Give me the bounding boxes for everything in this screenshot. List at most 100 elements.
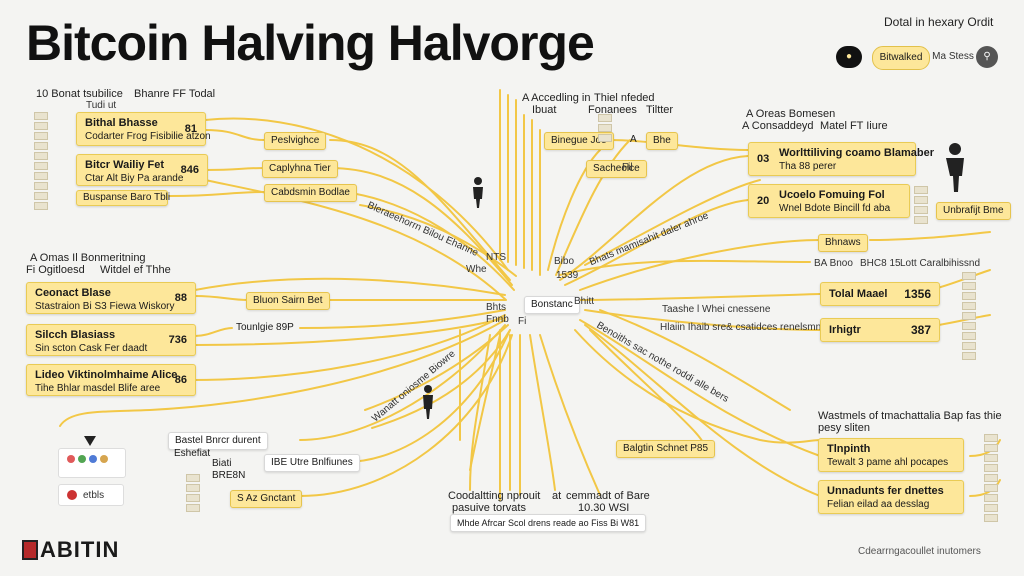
left-bottom-pill-2: Eshefiat bbox=[174, 448, 211, 459]
center-bottom-heading-3: cemmadt of Bare bbox=[566, 490, 650, 502]
center-pill-bonstanc[interactable]: Bonstanc bbox=[524, 296, 580, 314]
page-title: Bitcoin Halving Halvorge bbox=[26, 15, 595, 71]
right-mid-card-2[interactable]: Irhigtr 387 bbox=[820, 318, 940, 342]
logo-text: ABITIN bbox=[40, 537, 120, 562]
right-bottom-heading-2: pesy sliten bbox=[818, 422, 870, 434]
right-bottom-card-2[interactable]: Unnadunts fer dnettes Felian eilad aa de… bbox=[818, 480, 964, 514]
right-bottom-strip bbox=[984, 434, 998, 522]
left-bottom-pill-5[interactable]: IBE Utre Bnlfiunes bbox=[264, 454, 360, 472]
center-top-pill-4[interactable]: Sacheolce bbox=[586, 160, 647, 178]
right-top-row-label-1: BA Bnoo bbox=[814, 258, 853, 269]
card-title: Bitcr Wailiy Fet bbox=[85, 159, 165, 171]
right-top-row-label-3: Lott Caralbihissnd bbox=[900, 258, 981, 269]
card-title: Silcch Blasiass bbox=[35, 329, 116, 341]
card-subtitle: Felian eilad aa desslag bbox=[827, 499, 930, 510]
center-top-pill-2: A bbox=[630, 134, 637, 145]
center-label-whe: Whe bbox=[466, 264, 487, 275]
left-bottom-pill-4: BRE8N bbox=[212, 470, 246, 481]
header-toggle-button[interactable]: ● bbox=[836, 46, 862, 68]
right-top-strip bbox=[914, 186, 928, 224]
left-mid-heading-1: A Omas Il Bonmeritning bbox=[30, 252, 146, 264]
card-number: 20 bbox=[757, 195, 770, 207]
right-top-pill[interactable]: Bhnaws bbox=[818, 234, 868, 252]
right-top-row-label-2: BHC8 15 bbox=[860, 258, 901, 269]
card-value: 736 bbox=[168, 334, 187, 346]
center-bottom-caption: Mhde Afrcar Scol drens reade ao Fiss Bi … bbox=[450, 514, 647, 532]
left-top-pill-2[interactable]: Caplyhna Tier bbox=[262, 160, 338, 178]
left-mid-pill-1[interactable]: Bluon Sairn Bet bbox=[246, 292, 330, 310]
center-top-strip bbox=[598, 114, 612, 142]
center-bottom-heading-5: 10.30 WSI bbox=[578, 502, 630, 514]
center-bottom-heading-1: Coodaltting nprouit bbox=[448, 490, 541, 502]
center-top-heading-5: Ibuat bbox=[532, 104, 557, 116]
search-icon[interactable]: ⚲ bbox=[976, 46, 998, 68]
card-value: 387 bbox=[910, 323, 931, 337]
left-top-sub: Tudi ut bbox=[86, 100, 117, 111]
header-menu-label[interactable]: Ma Stess bbox=[932, 51, 974, 62]
left-bottom-pill-6[interactable]: S Az Gnctant bbox=[230, 490, 303, 508]
right-bottom-pill[interactable]: Balgtin Schnet P85 bbox=[616, 440, 716, 458]
card-subtitle: Tewalt 3 pame ahl pocapes bbox=[827, 457, 949, 468]
left-top-heading-2: Bhanre FF Todal bbox=[134, 88, 216, 100]
card-title: Irhigtr bbox=[829, 324, 861, 336]
right-bottom-heading-1: Wastmels of tmachattalia Bap fas thie bbox=[818, 410, 1002, 422]
blue-dot-icon bbox=[89, 455, 97, 463]
center-label-bhitt: Bhitt bbox=[574, 296, 595, 307]
left-bottom-strip bbox=[186, 474, 200, 512]
center-label-bhts: Bhts bbox=[486, 302, 507, 313]
right-bottom-card-1[interactable]: Tlnpinth Tewalt 3 pame ahl pocapes bbox=[818, 438, 964, 472]
right-mid-card-1[interactable]: Tolal Maael 1356 bbox=[820, 282, 940, 306]
left-bottom-pill-1[interactable]: Bastel Bnrcr durent bbox=[168, 432, 268, 450]
card-title: Worlttiliving coamo Blamaber bbox=[779, 147, 935, 159]
left-mid-card-3[interactable]: Lideo Viktinolmhaime Alice Tihe Bhlar ma… bbox=[26, 364, 196, 396]
card-subtitle: Tha 88 perer bbox=[779, 161, 837, 172]
center-top-pill-3[interactable]: Bhe bbox=[646, 132, 678, 150]
red-dot-icon bbox=[67, 455, 75, 463]
card-title: Tlnpinth bbox=[827, 443, 871, 455]
left-mid-card-1[interactable]: Ceonact Blase Stastraion Bi S3 Fiewa Wis… bbox=[26, 282, 196, 314]
right-top-person-label[interactable]: Unbrafijt Bme bbox=[936, 202, 1011, 220]
left-mid-pill-2[interactable]: Tounlgie 89P bbox=[236, 322, 294, 333]
left-mid-heading-2: Fi Ogitloesd bbox=[26, 264, 85, 276]
center-top-pill-5: Fil bbox=[622, 162, 633, 173]
right-top-card-1[interactable]: Worlttiliving coamo Blamaber Tha 88 pere… bbox=[748, 142, 935, 176]
card-value: 1356 bbox=[904, 287, 931, 301]
center-label-fi: Fi bbox=[518, 316, 527, 327]
etbls-label: etbls bbox=[83, 489, 105, 501]
left-top-pill-3[interactable]: Cabdsmin Bodlae bbox=[264, 184, 357, 202]
center-top-pill-1[interactable]: Binegue Joe bbox=[544, 132, 614, 150]
card-value: 81 bbox=[184, 123, 197, 135]
card-subtitle: Stastraion Bi S3 Fiewa Wiskory bbox=[35, 301, 175, 312]
card-title: Ucoelo Fomuing Fol bbox=[779, 189, 885, 201]
left-mid-card-2[interactable]: Silcch Blasiass Sin scton Cask Fer daadt… bbox=[26, 324, 196, 356]
right-top-card-2[interactable]: Ucoelo Fomuing Fol Wnel Bdote Bincill fd… bbox=[748, 184, 910, 218]
center-bottom-heading-4: pasuive torvats bbox=[452, 502, 526, 514]
card-title: Buspanse Baro Tbli bbox=[83, 192, 171, 203]
card-subtitle: Wnel Bdote Bincill fd aba bbox=[779, 203, 891, 214]
left-top-heading-1: 10 Bonat tsubilice bbox=[36, 88, 123, 100]
center-label-bibo: Bibo bbox=[554, 256, 575, 267]
right-mid-label-1: Taashe l Whei cnessene bbox=[662, 304, 771, 315]
center-label-1539: 1539 bbox=[556, 270, 579, 281]
top-right-label: Dotal in hexary Ordit bbox=[884, 15, 994, 29]
card-title: Tolal Maael bbox=[829, 288, 888, 300]
center-label-fnnb: Fnnb bbox=[486, 314, 509, 325]
person-icon bbox=[423, 385, 433, 419]
center-top-heading-2: Thiel nfeded bbox=[594, 92, 655, 104]
orange-dot-icon bbox=[100, 455, 108, 463]
etbls-panel[interactable]: etbls bbox=[58, 484, 124, 506]
coin-icon: ● bbox=[845, 51, 853, 62]
left-top-pill-1[interactable]: Peslvighce bbox=[264, 132, 327, 150]
footer-caption: Cdearrngacoullet inutomers bbox=[858, 546, 981, 557]
person-icon bbox=[946, 143, 964, 192]
left-top-card-2[interactable]: Bitcr Wailiy Fet Ctar Alt Biy Pa arande … bbox=[76, 154, 208, 186]
header-bitwalked-button[interactable]: Bitwalked bbox=[872, 46, 930, 70]
green-dot-icon bbox=[78, 455, 86, 463]
left-top-card-1[interactable]: Bithal Bhasse Codarter Frog Fisibilie at… bbox=[76, 112, 211, 146]
right-top-heading-3: Matel FT Iiure bbox=[820, 120, 888, 132]
card-number: 03 bbox=[757, 153, 770, 165]
left-mid-heading-3: Witdel ef Thhe bbox=[100, 264, 171, 276]
center-label-nts: NTS bbox=[486, 252, 506, 263]
left-top-card-3[interactable]: Buspanse Baro Tbli bbox=[76, 190, 171, 206]
